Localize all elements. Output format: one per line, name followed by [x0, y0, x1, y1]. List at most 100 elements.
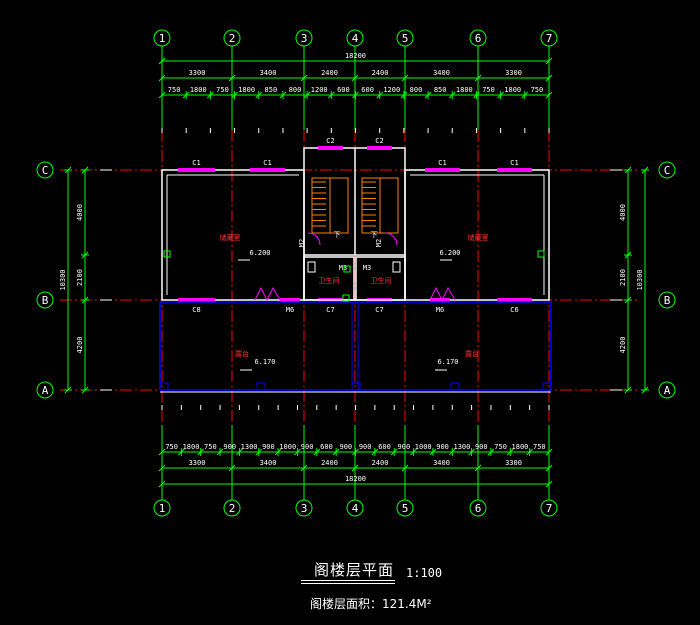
dim-detail-top-label: 1200	[383, 86, 400, 94]
terrace-drain	[450, 382, 460, 391]
dim-parts-left-tick	[81, 251, 89, 259]
dim-parts-right-tick	[624, 296, 632, 304]
window-label: C1	[263, 159, 271, 167]
terrace-drain	[256, 382, 266, 391]
dim-axis-bottom-label: 3400	[260, 459, 277, 467]
marker-square	[537, 250, 545, 258]
dim-detail-top-tick	[255, 91, 263, 99]
dim-overall-bottom-label: 18200	[345, 475, 366, 483]
marker-square	[342, 294, 350, 302]
dim-detail-top-label: 1800	[190, 86, 207, 94]
level-mark: 6.200	[249, 249, 270, 257]
dim-depth-right-tick	[641, 386, 649, 394]
window-C1	[250, 168, 285, 172]
dim-detail-top-tick	[303, 91, 311, 99]
dim-axis-bottom-tick	[474, 464, 482, 472]
dim-detail-bottom-tick	[371, 448, 379, 456]
dim-detail-bottom-label: 750	[204, 443, 217, 451]
grid-bubble-A	[36, 381, 54, 399]
dim-parts-left-label: 4200	[76, 337, 84, 354]
dim-overall-bottom-tick	[158, 480, 166, 488]
door-arc-m2	[307, 232, 321, 246]
grid-label-5: 5	[402, 502, 409, 515]
room-label-storage-left: 储藏室	[220, 233, 241, 242]
dim-detail-top-label: 750	[216, 86, 229, 94]
dim-parts-left-label: 2100	[76, 269, 84, 286]
dim-detail-bottom-label: 1300	[241, 443, 258, 451]
window-label: C2	[326, 137, 334, 145]
dim-detail-bottom-label: 1800	[183, 443, 200, 451]
grid-label-3: 3	[301, 32, 308, 45]
dim-detail-bottom-tick	[506, 448, 514, 456]
grid-bubble-C	[36, 161, 54, 179]
grid-label-1: 1	[159, 502, 166, 515]
dim-detail-top-tick	[424, 91, 432, 99]
dim-axis-top-tick	[474, 74, 482, 82]
room-label-terrace-left: 露台	[235, 349, 249, 358]
window-axis-b	[430, 298, 450, 302]
dim-detail-bottom-label: 600	[320, 443, 333, 451]
dim-axis-bottom-label: 3300	[189, 459, 206, 467]
dim-depth-left-tick	[64, 386, 72, 394]
dim-detail-bottom-tick	[313, 448, 321, 456]
dim-detail-bottom-label: 1800	[512, 443, 529, 451]
grid-label-6: 6	[475, 502, 482, 515]
dim-detail-bottom-tick	[390, 448, 398, 456]
dim-detail-bottom-tick	[448, 448, 456, 456]
wc-right-wall	[355, 256, 406, 301]
dim-detail-top-label: 600	[361, 86, 374, 94]
dim-parts-left-label: 4000	[76, 204, 84, 221]
dim-detail-bottom-label: 1300	[453, 443, 470, 451]
dim-detail-bottom-label: 750	[533, 443, 546, 451]
door-swing-m6	[254, 286, 281, 301]
opening-label-axis-b: C8	[192, 306, 200, 314]
dim-axis-top-tick	[228, 74, 236, 82]
dim-parts-right-label: 4200	[619, 337, 627, 354]
door-arc-m2	[384, 232, 398, 246]
dim-overall-top-label: 18200	[345, 52, 366, 60]
dim-detail-top-label: 800	[410, 86, 423, 94]
window-label: C1	[438, 159, 446, 167]
dim-detail-top-tick	[279, 91, 287, 99]
dim-detail-bottom-label: 750	[494, 443, 507, 451]
dim-detail-bottom-tick	[352, 448, 359, 456]
dim-axis-top-label: 3400	[260, 69, 277, 77]
opening-label-axis-b: C7	[326, 306, 334, 314]
dim-detail-bottom-tick	[429, 448, 437, 456]
grid-label-6: 6	[475, 32, 482, 45]
grid-label-4: 4	[352, 32, 359, 45]
dim-detail-top-tick	[400, 91, 408, 99]
dim-detail-top-tick	[521, 91, 529, 99]
title-underline	[301, 580, 395, 581]
dim-detail-bottom-label: 600	[378, 443, 391, 451]
window-label: C2	[375, 137, 383, 145]
dim-detail-bottom-tick	[332, 448, 340, 456]
dim-axis-bottom-tick	[228, 464, 236, 472]
grid-bubble-A	[658, 381, 676, 399]
dim-depth-left-tick	[64, 166, 72, 174]
dim-axis-top-tick	[401, 74, 409, 82]
dim-detail-bottom-label: 900	[359, 443, 372, 451]
dim-parts-left-tick	[81, 386, 89, 394]
dim-axis-bottom-tick	[300, 464, 308, 472]
grid-bubble-B	[36, 291, 54, 309]
dim-axis-top-label: 3300	[505, 69, 522, 77]
dim-axis-bottom-tick	[351, 464, 359, 472]
terrace-drain	[351, 382, 361, 391]
wc-fixture-right	[392, 261, 401, 273]
window-label: C1	[510, 159, 518, 167]
grid-label-4: 4	[352, 502, 359, 515]
window-C2	[367, 146, 392, 150]
dim-detail-top-tick	[376, 91, 384, 99]
dim-detail-top-label: 1800	[504, 86, 521, 94]
grid-label-C: C	[42, 164, 49, 177]
dim-detail-top-tick	[352, 91, 359, 99]
dim-detail-top-label: 1800	[456, 86, 473, 94]
dim-axis-top-tick	[158, 74, 166, 82]
dim-detail-bottom-tick	[468, 448, 475, 456]
title-underline-2	[301, 583, 395, 584]
title-block: 阁楼层平面 1:100 阁楼层面积：121.4M²	[0, 556, 700, 625]
dim-detail-bottom-tick	[158, 448, 166, 456]
dim-depth-right-label: 10300	[636, 269, 644, 290]
dim-detail-bottom-label: 1000	[415, 443, 432, 451]
